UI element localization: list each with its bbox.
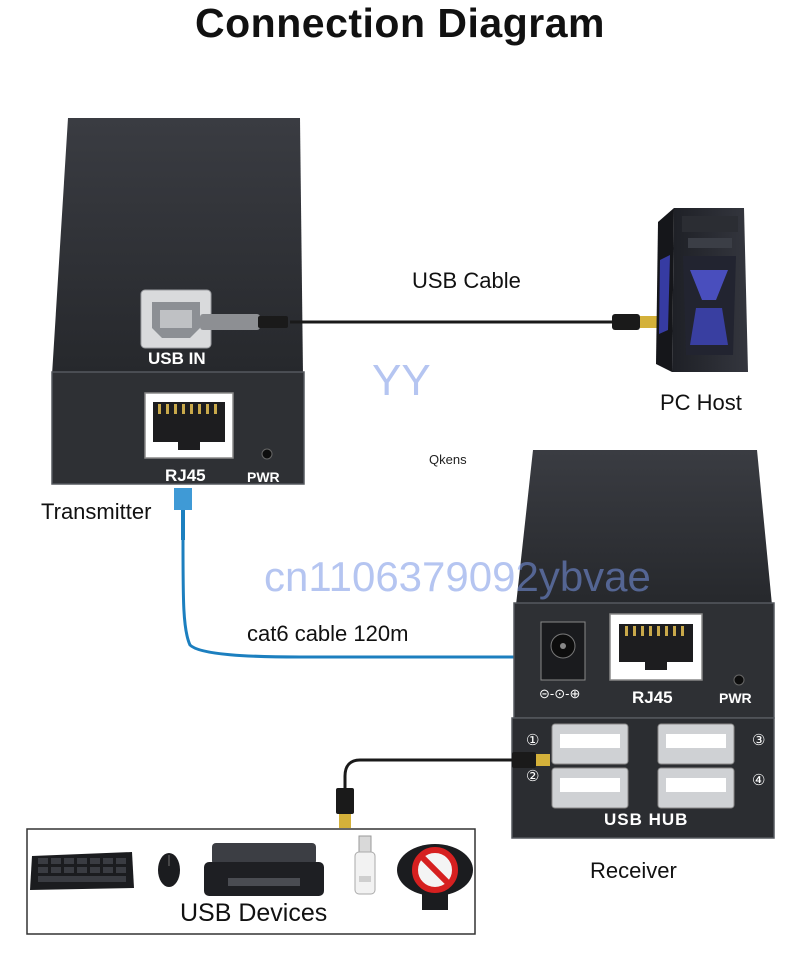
transmitter-rj45-label: RJ45 <box>165 466 206 485</box>
receiver-unit <box>511 450 775 839</box>
usb-hub-ports <box>551 723 735 809</box>
transmitter-unit <box>51 118 305 485</box>
brand-label: Qkens <box>429 452 467 467</box>
polarity-symbol: ⊝-⊙-⊕ <box>539 686 581 701</box>
usb-device-cable <box>336 752 550 828</box>
usb-cable <box>200 314 658 330</box>
pc-host-icon <box>656 208 748 372</box>
printer-icon <box>204 843 324 896</box>
hub-port-1-label: ① <box>526 732 540 749</box>
mouse-icon <box>158 853 180 887</box>
usb-in-label: USB IN <box>148 349 206 368</box>
cat6-cable-label: cat6 cable 120m <box>247 621 409 646</box>
usb-devices-label: USB Devices <box>180 899 328 927</box>
transmitter-label: Transmitter <box>41 499 152 524</box>
transmitter-pwr-label: PWR <box>247 469 280 485</box>
receiver-rj45-port <box>609 613 703 681</box>
hub-port-3-label: ③ <box>752 732 766 749</box>
usb-cable-label: USB Cable <box>412 268 521 293</box>
pc-host-label: PC Host <box>660 390 742 415</box>
receiver-label: Receiver <box>590 858 677 883</box>
hub-port-4-label: ④ <box>752 772 766 789</box>
webcam-icon <box>397 844 473 910</box>
receiver-pwr-label: PWR <box>719 690 752 706</box>
keyboard-icon <box>30 852 134 890</box>
transmitter-rj45-port <box>144 392 234 459</box>
hub-port-2-label: ② <box>526 768 540 785</box>
receiver-rj45-label: RJ45 <box>632 688 673 707</box>
usb-hub-label: USB HUB <box>604 810 689 829</box>
watermark-yy: YY <box>372 356 431 405</box>
dc-power-jack <box>540 621 586 681</box>
watermark-id: cn1106379092ybvae <box>264 553 651 600</box>
usb-drive-icon <box>354 835 376 895</box>
page-title: Connection Diagram <box>195 0 605 46</box>
